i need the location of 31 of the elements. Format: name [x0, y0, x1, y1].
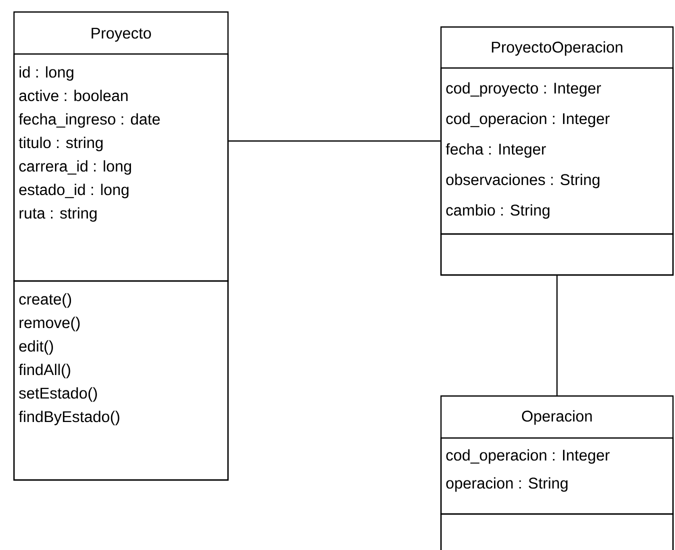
member-text: findByEstado() — [18, 410, 120, 426]
member-text: create() — [19, 293, 72, 308]
member-text: carrera_id : long — [19, 160, 132, 175]
member-text: operacion : String — [446, 477, 568, 492]
member-text: ruta : string — [20, 207, 97, 222]
member-text: active : boolean — [19, 90, 128, 102]
class-name: Proyecto — [92, 28, 151, 42]
member-text: fecha : Integer — [446, 143, 546, 158]
member-text: titulo : string — [18, 136, 103, 152]
compartment — [13, 53, 229, 282]
compartment — [440, 67, 674, 235]
class-name: ProyectoOperacion — [492, 41, 622, 56]
member-text: setEstado() — [19, 387, 97, 402]
compartment — [13, 280, 229, 481]
member-text: fecha_ingreso : date — [18, 113, 160, 128]
class-name: Operacion — [522, 410, 592, 425]
compartment — [440, 437, 674, 515]
member-text: cod_operacion : Integer — [446, 112, 610, 128]
member-text: cod_operacion : Integer — [446, 449, 610, 464]
member-text: cambio : String — [446, 204, 550, 219]
association-line — [228, 140, 440, 142]
member-text: estado_id : long — [19, 184, 128, 198]
empty-compartment — [440, 233, 674, 276]
member-text: id : long — [20, 66, 74, 81]
member-text: observaciones : String — [446, 174, 600, 188]
empty-compartment — [440, 513, 674, 550]
member-text: cod_proyecto : Integer — [446, 82, 601, 97]
member-text: remove() — [20, 316, 80, 332]
member-text: findAll() — [18, 364, 70, 378]
association-line — [556, 276, 558, 396]
member-text: edit() — [19, 340, 53, 355]
